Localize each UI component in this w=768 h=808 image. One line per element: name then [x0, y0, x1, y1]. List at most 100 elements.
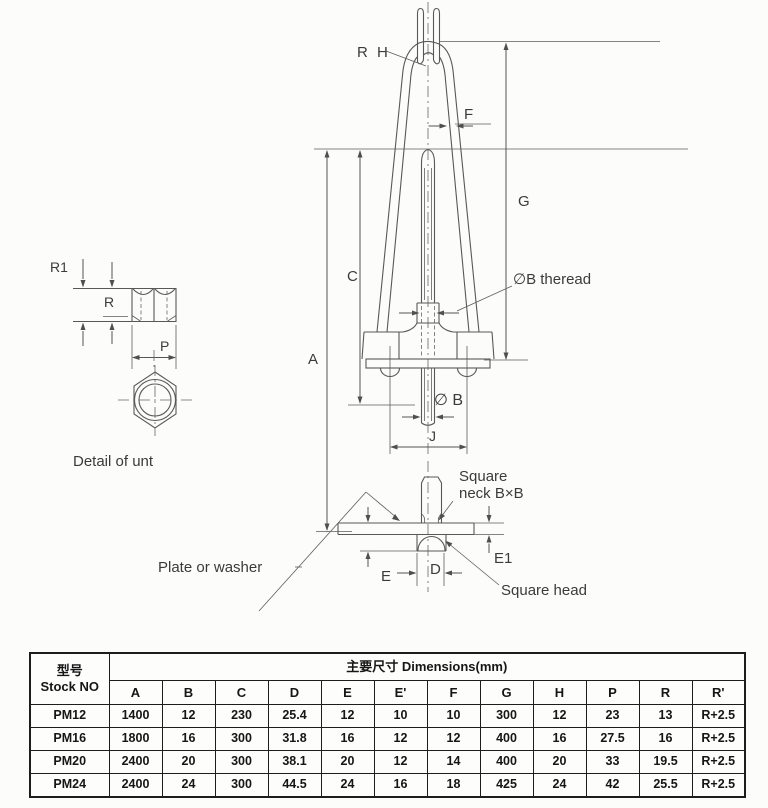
table-cell: 19.5 — [638, 750, 693, 774]
col-header-P: P — [585, 680, 640, 705]
table-cell: 16 — [532, 727, 587, 751]
col-header-A: A — [108, 680, 163, 705]
dimension-B-thread: ∅B theread — [399, 271, 591, 316]
table-cell: 2400 — [108, 773, 163, 798]
table-cell: 300 — [214, 773, 269, 798]
table-cell: 38.1 — [267, 750, 322, 774]
table-cell: 12 — [373, 727, 428, 751]
table-cell: 42 — [585, 773, 640, 798]
dim-label-p: P — [160, 338, 169, 354]
table-cell: 24 — [320, 773, 375, 798]
stock-no-header-cell: 型号 Stock NO — [29, 652, 110, 705]
anchor-base — [361, 302, 495, 454]
dim-label-j: J — [429, 428, 436, 444]
dim-label-c: C — [347, 268, 358, 285]
stock-no-cell: PM16 — [29, 727, 110, 751]
dimension-J: J — [390, 428, 467, 450]
dimension-F: F — [428, 106, 491, 129]
dimension-A: A — [308, 150, 352, 532]
table-cell: 10 — [426, 704, 481, 728]
table-cell: 33 — [585, 750, 640, 774]
table-cell: 230 — [214, 704, 269, 728]
technical-drawing: G A C F ∅B theread ∅ B — [50, 2, 688, 612]
dim-label-dia-b: ∅ B — [434, 392, 463, 409]
table-cell: 12 — [426, 727, 481, 751]
col-header-C: C — [214, 680, 269, 705]
dimensions-table: 型号 Stock NO 主要尺寸 Dimensions(mm) A B C D … — [29, 652, 747, 798]
table-cell: 25.5 — [638, 773, 693, 798]
col-header-H: H — [532, 680, 587, 705]
dimension-dia-B: ∅ B — [402, 392, 463, 420]
table-cell: 18 — [426, 773, 481, 798]
col-header-R-prime: R' — [691, 680, 746, 705]
dim-label-e1: E1 — [494, 550, 512, 567]
table-cell: 20 — [161, 750, 216, 774]
table-cell: 16 — [161, 727, 216, 751]
table-cell: 44.5 — [267, 773, 322, 798]
table-cell: 12 — [320, 704, 375, 728]
dim-label-r: R — [104, 294, 114, 310]
col-header-B: B — [161, 680, 216, 705]
dimension-G: G — [439, 41, 660, 361]
table-row: PM20 2400 20 300 38.1 20 12 14 400 20 33… — [29, 750, 746, 774]
col-header-G: G — [479, 680, 534, 705]
table-cell: 1800 — [108, 727, 163, 751]
table-cell: 24 — [161, 773, 216, 798]
table-cell: 12 — [532, 704, 587, 728]
table-cell: 20 — [532, 750, 587, 774]
dim-label-e: E — [381, 568, 391, 585]
table-row: PM16 1800 16 300 31.8 16 12 12 400 16 27… — [29, 727, 746, 751]
table-cell: 13 — [638, 704, 693, 728]
table-cell: 10 — [373, 704, 428, 728]
dim-label-f: F — [464, 106, 473, 123]
stock-no-header-cn: 型号 — [56, 662, 83, 678]
table-cell: R+2.5 — [691, 773, 746, 798]
stock-no-cell: PM20 — [29, 750, 110, 774]
table-cell: 300 — [479, 704, 534, 728]
table-cell: 16 — [320, 727, 375, 751]
dim-label-rh: R H — [357, 44, 390, 61]
col-header-F: F — [426, 680, 481, 705]
table-cell: 25.4 — [267, 704, 322, 728]
stock-no-header-en: Stock NO — [40, 679, 99, 694]
col-header-E-prime: E' — [373, 680, 428, 705]
table-cell: 23 — [585, 704, 640, 728]
table-row: PM24 2400 24 300 44.5 24 16 18 425 24 42… — [29, 773, 746, 798]
table-cell: 12 — [373, 750, 428, 774]
square-neck-label-2: neck B×B — [459, 485, 524, 502]
table-cell: 14 — [426, 750, 481, 774]
table-cell: R+2.5 — [691, 704, 746, 728]
dim-label-g: G — [518, 193, 530, 210]
square-neck-label-1: Square — [459, 468, 507, 485]
table-cell: 2400 — [108, 750, 163, 774]
table-cell: 12 — [161, 704, 216, 728]
table-cell: 27.5 — [585, 727, 640, 751]
stock-no-cell: PM12 — [29, 704, 110, 728]
dim-label-d: D — [430, 561, 441, 578]
col-header-E: E — [320, 680, 375, 705]
rh-callout: R H — [357, 44, 427, 67]
table-cell: 400 — [479, 750, 534, 774]
table-cell: 31.8 — [267, 727, 322, 751]
dim-label-b-thread: ∅B theread — [513, 271, 591, 288]
table-cell: 300 — [214, 727, 269, 751]
anchor-rod — [420, 148, 436, 426]
table-cell: R+2.5 — [691, 750, 746, 774]
dim-label-r1: R1 — [50, 259, 68, 275]
fork-prongs — [416, 7, 441, 65]
table-cell: 300 — [214, 750, 269, 774]
dim-label-a: A — [308, 351, 318, 368]
col-header-R: R — [638, 680, 693, 705]
table-header-row-2: A B C D E E' F G H P R R' — [30, 680, 746, 705]
table-cell: 425 — [479, 773, 534, 798]
table-cell: 1400 — [108, 704, 163, 728]
table-cell: R+2.5 — [691, 727, 746, 751]
dimensions-header-cell: 主要尺寸 Dimensions(mm) — [108, 652, 746, 681]
table-cell: 16 — [373, 773, 428, 798]
nut-detail-caption: Detail of unt — [73, 453, 154, 470]
dimension-C: C — [347, 150, 415, 406]
table-header-row-1: 型号 Stock NO 主要尺寸 Dimensions(mm) — [29, 652, 746, 705]
table-row: PM12 1400 12 230 25.4 12 10 10 300 12 23… — [29, 704, 746, 728]
table-cell: 16 — [638, 727, 693, 751]
